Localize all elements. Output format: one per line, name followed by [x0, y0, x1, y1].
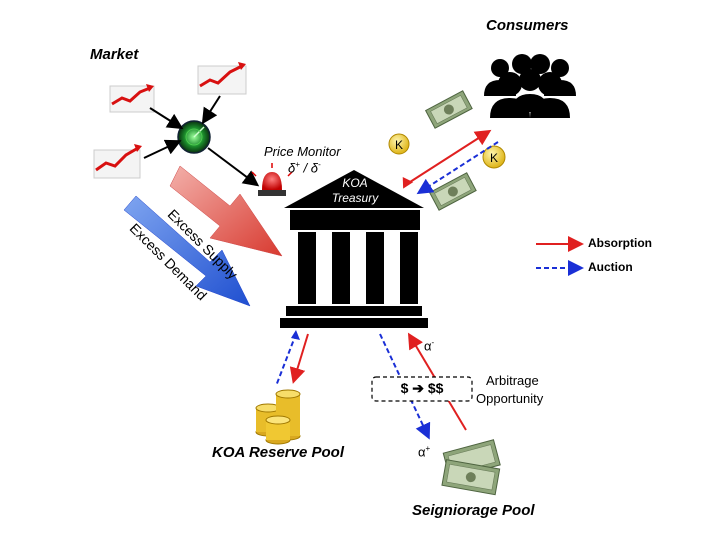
- arbitrage-label-line2: Opportunity: [476, 391, 544, 406]
- delta-label: δ+ / δ-: [288, 160, 321, 176]
- alpha-minus-label: α-: [424, 338, 435, 354]
- treasury-title-line1: KOA: [342, 176, 368, 190]
- arbitrage-label-line1: Arbitrage: [486, 373, 539, 388]
- absorption-arrow: [289, 333, 309, 384]
- consumers-label: Consumers: [486, 17, 569, 34]
- radar-icon: [177, 120, 211, 154]
- treasury-building-icon: [280, 170, 428, 328]
- alpha-plus-label: α+: [418, 444, 431, 460]
- auction-arrow: [275, 333, 297, 387]
- market-arrow: [201, 95, 221, 125]
- legend-auction-label: Auction: [588, 260, 633, 274]
- dollar-bill-icon: [428, 172, 477, 211]
- dollar-bill-icon: [424, 90, 473, 129]
- treasury-title-line2: Treasury: [331, 191, 379, 205]
- price-monitor-label: Price Monitor: [264, 144, 341, 159]
- koa-coin-icon: K: [388, 133, 410, 155]
- absorption-arrow: [409, 129, 492, 183]
- cash-stack-icon: [441, 439, 501, 496]
- excess-supply-arrow: [169, 165, 283, 257]
- market-arrow: [143, 139, 182, 159]
- market-arrow: [149, 107, 184, 130]
- koa-coin-icon: K: [482, 145, 506, 169]
- gold-coins-icon: [255, 389, 301, 445]
- arbitrage-box: [371, 376, 473, 402]
- svg-text:K: K: [395, 138, 403, 152]
- arbitrage-box-label: $ ➔ $$: [400, 380, 444, 396]
- excess-demand-arrow: [123, 195, 251, 307]
- monitor-arrow: [207, 147, 260, 187]
- siren-icon: [251, 163, 293, 196]
- reserve-pool-label: KOA Reserve Pool: [212, 444, 344, 461]
- market-chart-icon: [197, 62, 247, 95]
- legend-absorption-label: Absorption: [588, 236, 652, 250]
- svg-text:K: K: [490, 151, 498, 165]
- market-label: Market: [90, 46, 139, 63]
- market-chart-icon: [109, 84, 155, 113]
- market-chart-icon: [93, 144, 142, 179]
- people-group-icon: [484, 54, 576, 118]
- seigniorage-pool-label: Seigniorage Pool: [412, 502, 535, 519]
